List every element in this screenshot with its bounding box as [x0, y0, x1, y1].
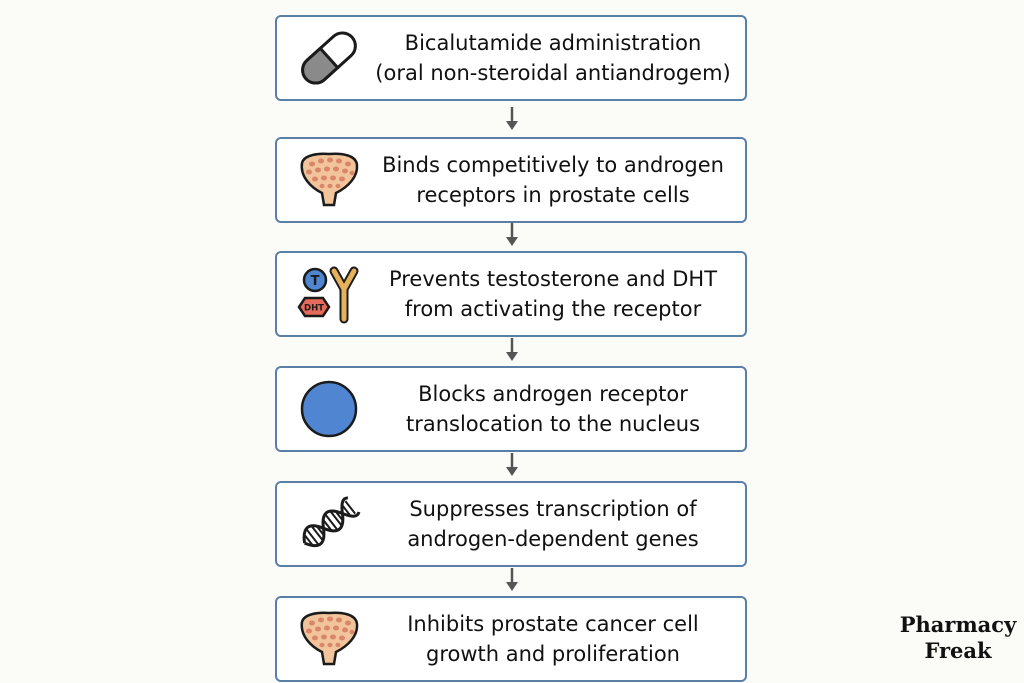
- step-5-text: Suppresses transcription of androgen-dep…: [369, 483, 737, 565]
- capsule-icon: [289, 25, 369, 91]
- step-4-text: Blocks androgen receptor translocation t…: [369, 368, 737, 450]
- brand-line-2: Freak: [924, 638, 992, 663]
- step-2-line-1: Binds competitively to androgen: [382, 153, 724, 177]
- step-5-line-1: Suppresses transcription of: [409, 497, 697, 521]
- step-3-text: Prevents testosterone and DHT from activ…: [369, 253, 737, 335]
- hormone-receptor-icon: T DHT: [289, 261, 369, 327]
- flow-step-5: Suppresses transcription of androgen-dep…: [275, 481, 747, 567]
- step-5-line-2: androgen-dependent genes: [407, 527, 699, 551]
- testosterone-label: T: [311, 274, 320, 289]
- prostate-icon: [289, 147, 369, 213]
- flow-step-1: Bicalutamide administration (oral non-st…: [275, 15, 747, 101]
- flow-step-3: T DHT Prevents testosterone and DHT from…: [275, 251, 747, 337]
- flow-step-2: Binds competitively to androgen receptor…: [275, 137, 747, 223]
- flow-arrow-3: [506, 338, 518, 361]
- flow-step-6: Inhibits prostate cancer cell growth and…: [275, 596, 747, 682]
- brand-line-1: Pharmacy: [899, 612, 1017, 637]
- step-2-line-2: receptors in prostate cells: [416, 183, 690, 207]
- dna-icon: [289, 491, 369, 557]
- flow-arrow-4: [506, 453, 518, 476]
- flow-arrow-2: [506, 223, 518, 246]
- prostate-icon: [289, 606, 369, 672]
- step-6-line-1: Inhibits prostate cancer cell: [407, 612, 699, 636]
- brand-logo: Pharmacy Freak: [896, 612, 1020, 664]
- step-1-text: Bicalutamide administration (oral non-st…: [369, 17, 737, 99]
- step-4-line-1: Blocks androgen receptor: [418, 382, 688, 406]
- step-6-text: Inhibits prostate cancer cell growth and…: [369, 598, 737, 680]
- step-3-line-2: from activating the receptor: [404, 297, 702, 321]
- flow-arrow-5: [506, 568, 518, 591]
- step-1-line-2: (oral non-steroidal antiandrogem): [375, 61, 731, 85]
- step-3-line-1: Prevents testosterone and DHT: [388, 267, 718, 291]
- dht-label: DHT: [304, 304, 324, 314]
- flow-step-4: Blocks androgen receptor translocation t…: [275, 366, 747, 452]
- step-4-line-2: translocation to the nucleus: [405, 412, 701, 436]
- step-1-line-1: Bicalutamide administration: [404, 31, 702, 55]
- step-2-text: Binds competitively to androgen receptor…: [369, 139, 737, 221]
- step-6-line-2: growth and proliferation: [426, 642, 680, 666]
- flow-arrow-1: [506, 107, 518, 130]
- nucleus-circle-icon: [289, 376, 369, 442]
